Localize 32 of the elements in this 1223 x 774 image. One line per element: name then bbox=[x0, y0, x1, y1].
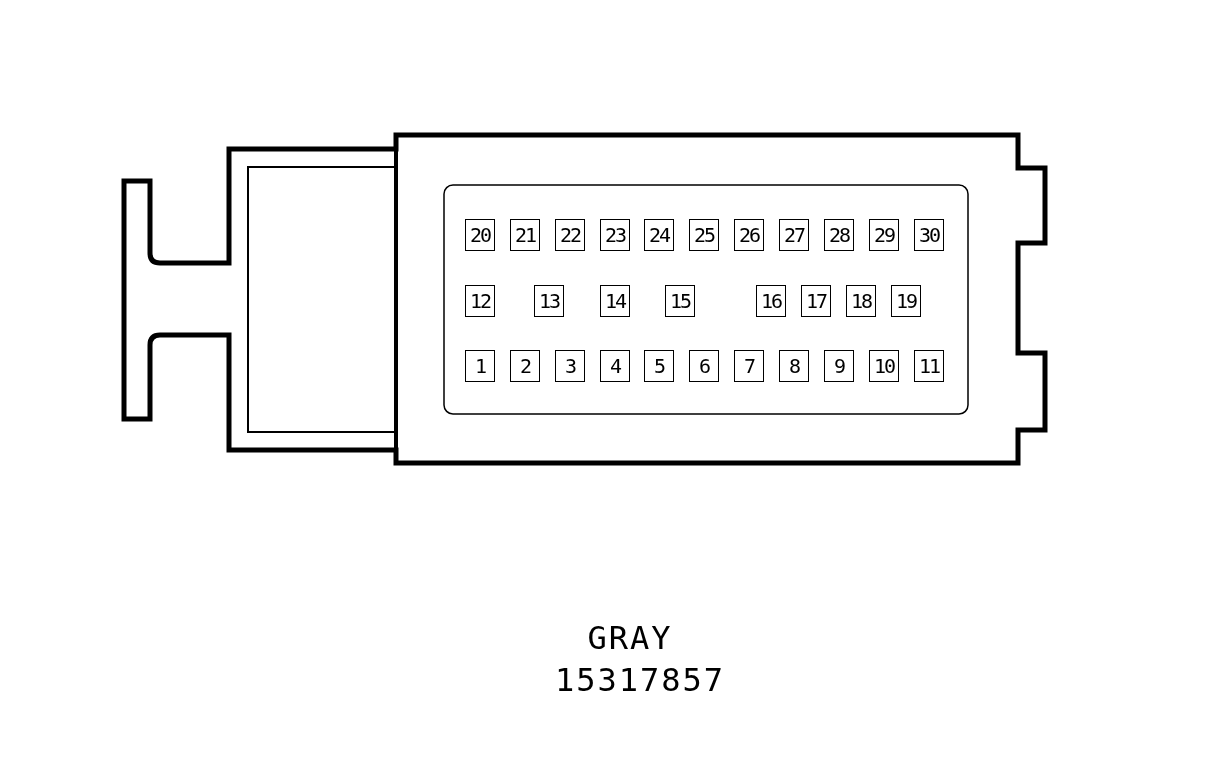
pin-number: 28 bbox=[824, 219, 854, 251]
pin-number: 30 bbox=[914, 219, 944, 251]
pin-number: 6 bbox=[689, 350, 719, 382]
pin-number: 26 bbox=[734, 219, 764, 251]
pin-number: 23 bbox=[600, 219, 630, 251]
connector-color-label: GRAY bbox=[587, 619, 673, 657]
pin-number: 3 bbox=[555, 350, 585, 382]
pin-number: 17 bbox=[801, 285, 831, 317]
pin-number: 22 bbox=[555, 219, 585, 251]
pin-number: 5 bbox=[644, 350, 674, 382]
pin-number: 20 bbox=[465, 219, 495, 251]
pin-number: 16 bbox=[756, 285, 786, 317]
pin-number: 12 bbox=[465, 285, 495, 317]
pin-number: 13 bbox=[534, 285, 564, 317]
pin-number: 10 bbox=[869, 350, 899, 382]
pin-number: 24 bbox=[644, 219, 674, 251]
pin-number: 29 bbox=[869, 219, 899, 251]
part-number: 15317857 bbox=[555, 661, 726, 699]
pin-number: 11 bbox=[914, 350, 944, 382]
pin-number: 8 bbox=[779, 350, 809, 382]
pin-number: 25 bbox=[689, 219, 719, 251]
pin-number: 27 bbox=[779, 219, 809, 251]
pin-number: 21 bbox=[510, 219, 540, 251]
pin-number: 9 bbox=[824, 350, 854, 382]
pin-number: 19 bbox=[891, 285, 921, 317]
pin-number: 1 bbox=[465, 350, 495, 382]
pin-number: 2 bbox=[510, 350, 540, 382]
pin-number: 15 bbox=[665, 285, 695, 317]
pin-number: 7 bbox=[734, 350, 764, 382]
pin-number: 14 bbox=[600, 285, 630, 317]
pin-number: 18 bbox=[846, 285, 876, 317]
pin-number: 4 bbox=[600, 350, 630, 382]
